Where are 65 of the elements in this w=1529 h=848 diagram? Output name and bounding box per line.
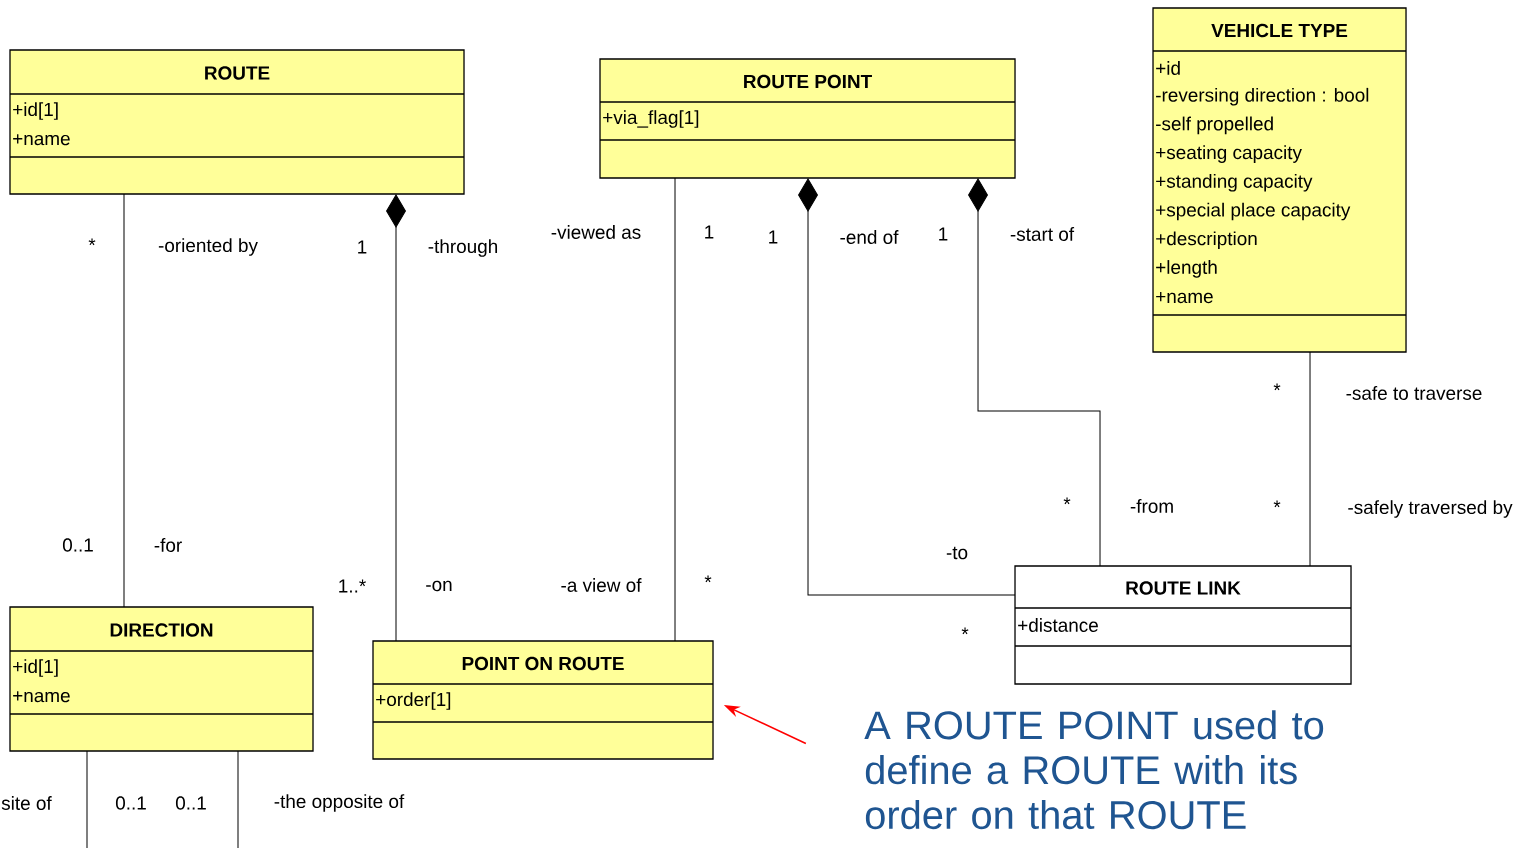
attribute-text: +seating capacity: [1156, 145, 1302, 163]
attribute-text: +order[1]: [376, 692, 451, 710]
attribute-text: +via_flag[1]: [603, 110, 699, 128]
association-line: [1309, 351, 1311, 567]
association-label: -oriented by: [158, 238, 258, 256]
association-label: 1..*: [339, 579, 366, 593]
attribute-text: +id[1]: [13, 659, 58, 677]
class-name: ROUTE: [205, 66, 270, 80]
association-line: [968, 178, 1101, 567]
association-label: -through: [428, 239, 497, 257]
association-label: 1: [939, 227, 948, 241]
association-label: *: [1063, 497, 1071, 505]
class-box: [9, 606, 314, 752]
attribute-text: +name: [13, 134, 70, 146]
class-name: DIRECTION: [110, 623, 213, 637]
attribute-text: +id: [1156, 61, 1180, 75]
note-text: A ROUTE POINT used to define a ROUTE with its order on that ROUTE: [864, 710, 1324, 830]
association-label: *: [1273, 383, 1281, 391]
class-box: [9, 49, 465, 195]
association-label: -a view of: [561, 578, 642, 592]
class-box: [599, 58, 1016, 179]
association-line: [86, 750, 88, 848]
class-name: POINT ON ROUTE: [462, 656, 624, 671]
association-label: 1: [705, 225, 714, 239]
association-label: -on: [426, 580, 452, 592]
class-name: ROUTE LINK: [1126, 581, 1241, 595]
association-line: [123, 193, 125, 608]
association-label: -safely traversed by: [1348, 500, 1513, 518]
attribute-text: +length: [1156, 260, 1217, 278]
association-line: [237, 750, 239, 848]
attribute-text: +name: [1156, 292, 1213, 304]
association-label: 1: [769, 230, 778, 244]
association-label: -the opposite of: [274, 794, 405, 812]
association-line: [674, 177, 676, 642]
association-label: -from: [1130, 499, 1173, 513]
attribute-text: +name: [13, 691, 70, 703]
association-line: [798, 178, 1016, 596]
attribute-text: -reversing direction : bool: [1156, 87, 1369, 106]
association-label: site of: [1, 796, 52, 810]
attribute-text: +distance: [1018, 618, 1098, 632]
class-box: [1014, 565, 1352, 685]
association-label: -viewed as: [551, 225, 641, 239]
association-label: -safe to traverse: [1346, 386, 1482, 400]
attribute-text: +description: [1156, 231, 1257, 249]
attribute-text: -self propelled: [1156, 116, 1273, 135]
class-box: [1152, 7, 1407, 353]
association-label: -to: [946, 546, 968, 560]
association-label: 1: [358, 240, 367, 254]
class-name: VEHICLE TYPE: [1211, 23, 1348, 38]
attribute-text: +special place capacity: [1156, 202, 1351, 221]
attribute-text: +standing capacity: [1156, 174, 1313, 192]
association-label: 0..1: [62, 538, 93, 552]
association-label: *: [1273, 500, 1281, 508]
association-label: *: [961, 627, 969, 635]
attribute-text: +id[1]: [13, 102, 58, 120]
association-label: -start of: [1010, 227, 1075, 241]
association-label: 0..1: [175, 796, 206, 810]
association-line: [386, 194, 406, 642]
association-label: -for: [154, 538, 182, 552]
association-label: -end of: [840, 230, 899, 244]
association-label: *: [704, 575, 712, 583]
association-label: *: [88, 238, 96, 246]
association-label: 0..1: [115, 796, 146, 810]
class-name: ROUTE POINT: [744, 74, 872, 89]
class-box: [372, 640, 714, 760]
